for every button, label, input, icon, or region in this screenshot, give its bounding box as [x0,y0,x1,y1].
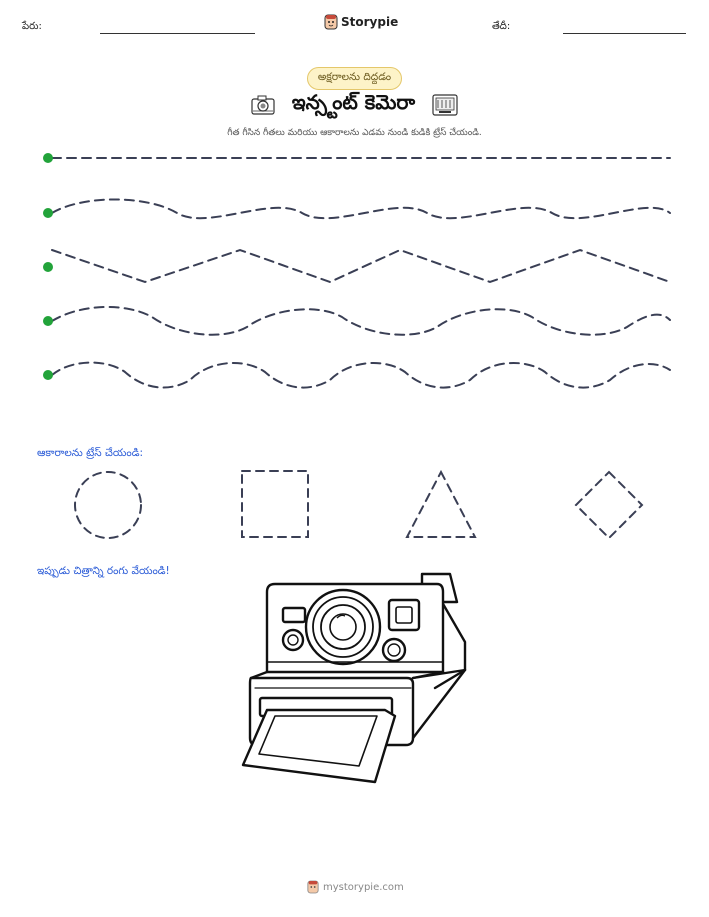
date-field-line[interactable] [563,33,686,34]
start-dot [43,262,53,272]
tracing-area [43,153,671,389]
name-label: పేరు: [22,21,42,32]
footer-url[interactable]: mystorypie.com [323,881,404,893]
camera-icon [251,95,275,115]
start-dot [43,316,53,326]
shapes-area [74,469,644,540]
instructions: గీత గీసిన గీతలు మరియు ఆకారాలను ఎడమ నుండి… [227,128,482,138]
trace-circle [74,471,142,539]
trace-line-wave-1 [51,198,671,220]
mascot-icon [324,14,338,30]
trace-line-wave-2 [51,305,671,336]
date-label: తేదీ: [492,21,511,32]
trace-diamond [574,470,644,540]
mascot-icon [307,880,319,894]
brand-name: Storypie [341,15,399,29]
trace-line-zigzag [51,248,671,284]
trace-triangle [405,469,477,538]
start-dot [43,370,53,380]
start-dot [43,208,53,218]
footer: mystorypie.com [307,880,404,894]
trace-line-wave-3 [51,361,671,389]
activity-badge: అక్షరాలను దిద్దడం [306,67,403,90]
trace-square [241,470,309,538]
shapes-heading: ఆకారాలను ట్రేస్ చేయండి: [37,447,144,459]
brand-logo: Storypie [324,14,398,30]
instant-camera-illustration [241,572,467,784]
color-heading: ఇప్పుడు చిత్రాన్ని రంగు వేయండి! [37,565,170,577]
start-dot [43,153,53,163]
instant-camera-icon [432,93,458,116]
page-title: ఇన్స్టంట్ కెమెరా [291,90,416,114]
name-field-line[interactable] [100,33,255,34]
